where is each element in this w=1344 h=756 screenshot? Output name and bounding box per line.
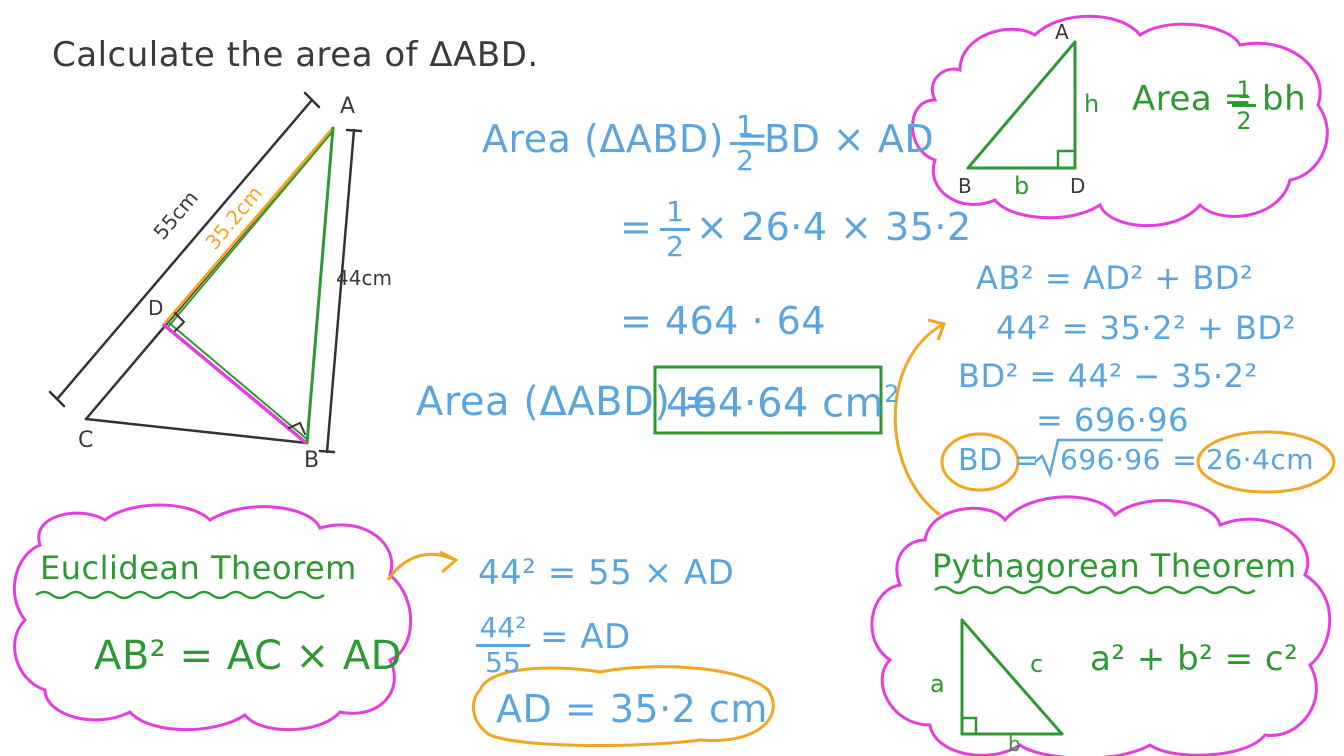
pythag-line2: 44² = 35·2² + BD²: [996, 309, 1296, 347]
side-AB: [305, 126, 335, 445]
euclid-cloud-outline: [12, 503, 413, 732]
cloud-right-angle: [1056, 149, 1077, 170]
pythag-line1: AB² = AD² + BD²: [976, 259, 1254, 297]
pythag-line4: = 696·96: [1036, 401, 1189, 439]
main-triangle: [48, 91, 363, 454]
pyth-c: [960, 618, 1064, 736]
fraction-numerator: 1: [1236, 76, 1252, 104]
dim-line-55: [56, 98, 314, 400]
pythag-title: Pythagorean Theorem: [932, 547, 1297, 585]
euclid-line1: 44² = 55 × AD: [478, 553, 735, 593]
euclid-line3: AD = 35·2 cm: [496, 687, 768, 731]
pythag-line5-eq: =: [1014, 443, 1040, 478]
cloud-label-B: B: [958, 174, 972, 198]
pythag-line5-eq2: =: [1172, 443, 1198, 478]
fraction-bar: [476, 644, 530, 647]
pyth-right-angle: [960, 716, 978, 736]
side-DB-green: [167, 321, 309, 441]
area-line2-eq: =: [620, 205, 653, 249]
pythag-line5-root: 696·96: [1060, 443, 1161, 476]
area-cloud-outline: [911, 14, 1329, 228]
right-angle-D: [174, 312, 186, 332]
dim-line-44: [325, 128, 356, 454]
pythag-line5-answer: 26·4cm: [1206, 443, 1315, 476]
side-AD: [164, 126, 335, 324]
side-AD-green: [167, 130, 334, 328]
cloud-label-A: A: [1055, 20, 1069, 44]
euclid-line2-right: = AD: [540, 617, 631, 657]
pythag-formula: a² + b² = c²: [1090, 639, 1299, 679]
area-final-number: 464·64 cm: [666, 380, 885, 427]
fraction-numerator: 1: [736, 109, 754, 142]
pythag-underline: [934, 585, 1256, 595]
pythag-label-b: b: [1008, 732, 1021, 756]
pythag-line5-bd: BD: [958, 443, 1003, 478]
answer-box: [653, 365, 883, 435]
pythag-arrow: [893, 323, 943, 517]
fraction-numerator: 1: [666, 195, 684, 228]
area-line2-right: × 26·4 × 35·2: [696, 205, 972, 249]
area-line1-fraction: 1 2: [730, 112, 760, 175]
cloud-label-h: h: [1084, 90, 1100, 118]
dim-tick: [303, 91, 321, 109]
question-title: Calculate the area of ΔABD.: [52, 35, 539, 75]
fraction-bar: [660, 228, 690, 231]
pythag-cloud-outline: [870, 495, 1332, 756]
cloud-label-D: D: [1070, 174, 1086, 198]
cloud-label-b: b: [1014, 172, 1030, 200]
euclid-line2-fraction: 44² 55: [476, 614, 530, 677]
pythag-label-a: a: [930, 670, 945, 698]
cloud-formula-left: Area =: [1132, 79, 1253, 119]
dim-tick: [48, 390, 66, 408]
sqrt-sign: [1034, 438, 1163, 478]
vertex-label-B: B: [304, 448, 320, 473]
cloud-formula-fraction: 1 2: [1232, 78, 1256, 133]
side-DB: [162, 323, 307, 444]
dim-tick: [345, 128, 363, 133]
area-final-left: Area (ΔABD) =: [416, 379, 718, 425]
side-CB: [84, 417, 309, 445]
fraction-denominator: 2: [736, 144, 754, 177]
vertex-label-C: C: [78, 428, 94, 453]
bd-circle: [940, 432, 1020, 492]
fraction-denominator: 2: [666, 230, 684, 263]
cloud-hyp: [966, 40, 1077, 170]
fraction-bar: [1232, 104, 1256, 107]
area-line2-fraction: 1 2: [660, 198, 690, 261]
euclid-arrow: [386, 552, 456, 581]
area-final-exponent: 2: [884, 380, 900, 408]
euclid-formula: AB² = AC × AD: [94, 633, 402, 679]
fraction-numerator: 44²: [479, 611, 527, 644]
area-final-value: 464·64 cm2: [666, 382, 900, 423]
area-line1-right: BD × AD: [764, 117, 935, 161]
euclid-title: Euclidean Theorem: [40, 549, 357, 587]
cloud-formula-right: bh: [1262, 79, 1307, 119]
area-cloud-triangle: [966, 40, 1077, 170]
pythag-line3: BD² = 44² − 35·2²: [958, 357, 1258, 395]
answer-circle-bd: [1196, 430, 1336, 494]
euclid-arrowhead: [439, 550, 459, 574]
vertex-label-D: D: [148, 296, 164, 320]
side-label-44cm: 44cm: [336, 266, 392, 290]
ad-answer-circle: [471, 665, 775, 747]
area-line1-left: Area (ΔABD) =: [482, 117, 769, 161]
pythag-cloud-triangle: [960, 618, 1064, 736]
vertex-label-A: A: [340, 94, 356, 119]
fraction-bar: [730, 142, 760, 145]
area-line3: = 464 · 64: [620, 299, 827, 343]
pythag-arrowhead: [927, 318, 946, 341]
dim-tick: [318, 449, 336, 454]
euclid-underline: [35, 590, 325, 600]
fraction-denominator: 55: [485, 646, 521, 679]
fraction-denominator: 2: [1236, 107, 1252, 135]
pythag-label-c: c: [1030, 650, 1044, 678]
right-angle-B: [288, 421, 306, 435]
